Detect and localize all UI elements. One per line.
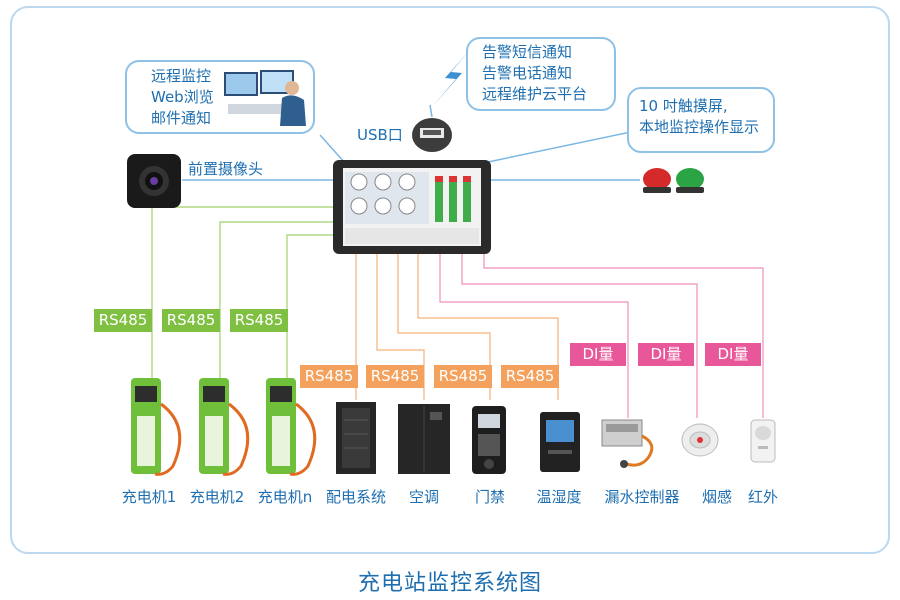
aircon-icon <box>398 404 450 474</box>
touchscreen-line-2: 本地监控操作显示 <box>639 118 760 136</box>
chargern-icon <box>266 378 317 476</box>
charger2-icon <box>199 378 250 476</box>
alarm-line-1: 告警短信通知 <box>482 43 573 61</box>
device-label-charger2: 充电机2 <box>189 488 245 506</box>
alarm-line-2: 告警电话通知 <box>482 64 573 82</box>
device-label-aircon: 空调 <box>408 488 439 506</box>
usb-port-icon <box>412 118 452 152</box>
di-tag-leak: DI量 <box>570 343 626 366</box>
alarm-line-3: 远程维护云平台 <box>482 85 588 103</box>
device-label-charger1: 充电机1 <box>121 488 177 506</box>
rs485-tag-aircon: RS485 <box>366 365 424 388</box>
touchscreen-box: 10 吋触摸屏, 本地监控操作显示 <box>627 87 775 153</box>
device-label-power: 配电系统 <box>325 488 386 506</box>
camera-label: 前置摄像头 <box>188 160 264 178</box>
thermo-hygrometer-icon <box>540 412 580 472</box>
device-label-infrared: 红外 <box>747 488 778 506</box>
remote-line-2: Web浏览 <box>151 88 214 106</box>
di-tag-smoke: DI量 <box>638 343 694 366</box>
di-tag-infrared: DI量 <box>705 343 761 366</box>
device-label-thermo: 温湿度 <box>536 488 582 506</box>
diagram-frame <box>10 6 890 554</box>
device-label-leak: 漏水控制器 <box>604 488 680 506</box>
diagram-caption: 充电站监控系统图 <box>357 571 542 596</box>
remote-line-3: 邮件通知 <box>151 109 212 127</box>
rs485-tag-charger1: RS485 <box>94 309 152 332</box>
touchscreen-monitor-icon <box>333 160 491 254</box>
smoke-detector-icon <box>681 423 719 457</box>
infrared-sensor-icon <box>750 419 776 463</box>
camera-icon <box>127 154 181 208</box>
access-control-icon <box>472 406 506 474</box>
rs485-tag-thermo: RS485 <box>501 365 559 388</box>
touchscreen-line-1: 10 吋触摸屏, <box>639 97 728 115</box>
operator-workstation-icon <box>224 70 306 126</box>
device-label-chargern: 充电机n <box>257 488 313 506</box>
device-label-access: 门禁 <box>474 488 505 506</box>
rs485-tag-chargern: RS485 <box>230 309 288 332</box>
usb-label: USB口 <box>357 126 403 144</box>
water-leak-controller-icon <box>601 419 654 468</box>
alarm-notify-box: 告警短信通知 告警电话通知 远程维护云平台 <box>466 37 616 111</box>
remote-line-1: 远程监控 <box>151 67 212 85</box>
rs485-tag-charger2: RS485 <box>162 309 220 332</box>
device-label-smoke: 烟感 <box>701 488 732 506</box>
power-cabinet-icon <box>336 402 376 474</box>
charger1-icon <box>131 378 182 476</box>
alarm-lights-icon <box>643 168 704 193</box>
rs485-tag-power: RS485 <box>300 365 358 388</box>
rs485-tag-access: RS485 <box>434 365 492 388</box>
remote-monitoring-box: 远程监控 Web浏览 邮件通知 <box>125 60 315 134</box>
